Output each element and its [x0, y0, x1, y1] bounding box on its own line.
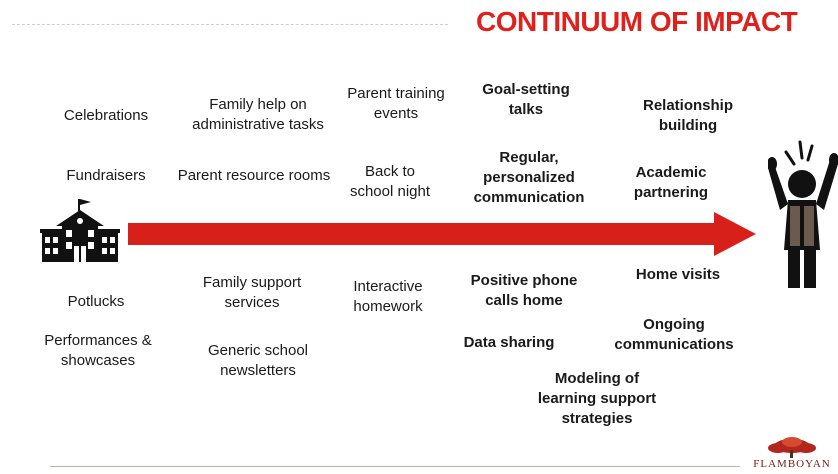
label-ongoing-communications: Ongoing communications: [614, 316, 734, 353]
logo-wordmark: FLAMBOYAN: [753, 458, 831, 470]
label-positive-phone: Positive phone calls home: [470, 272, 578, 309]
label-parent-resource: Parent resource rooms: [177, 167, 331, 184]
label-parent-training: Parent training events: [347, 85, 445, 122]
page-title: CONTINUUM OF IMPACT: [476, 6, 798, 37]
label-performances: Performances & showcases: [44, 332, 152, 369]
label-modeling: Modeling of learning support strategies: [537, 370, 657, 427]
label-interactive-homework: Interactive homework: [353, 278, 423, 315]
label-celebrations: Celebrations: [63, 107, 149, 124]
top-divider: [12, 24, 448, 25]
label-potlucks: Potlucks: [67, 293, 125, 310]
label-back-to-school: Back to school night: [349, 163, 431, 200]
label-home-visits: Home visits: [635, 266, 721, 283]
label-academic-partnering: Academic partnering: [633, 164, 709, 201]
label-fundraisers: Fundraisers: [66, 167, 146, 184]
cheering-student-icon: [768, 140, 838, 288]
label-family-help: Family help on administrative tasks: [192, 96, 324, 133]
flamboyan-tree-logo: [768, 437, 816, 458]
continuum-arrow: [128, 212, 756, 256]
label-data-sharing: Data sharing: [463, 334, 555, 351]
label-regular-communication: Regular, personalized communication: [473, 149, 585, 206]
label-generic-newsletters: Generic school newsletters: [207, 342, 309, 379]
label-goal-setting: Goal-setting talks: [482, 81, 570, 118]
label-family-support: Family support services: [202, 274, 302, 311]
label-relationship-building: Relationship building: [642, 97, 733, 134]
school-building-icon: [40, 199, 120, 262]
bottom-divider: [50, 466, 740, 467]
